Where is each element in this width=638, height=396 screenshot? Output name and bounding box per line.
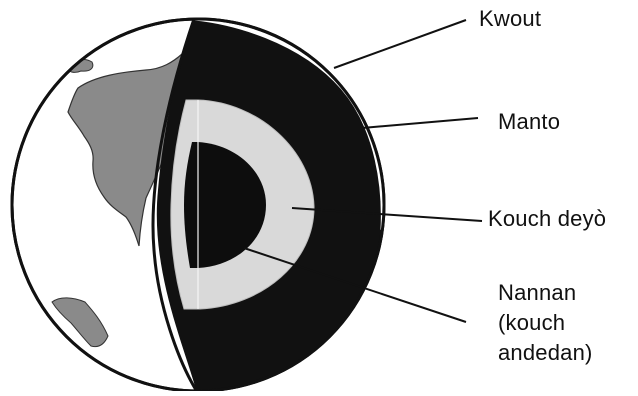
inner-core-label: Nannan (kouch andedan) — [498, 278, 593, 368]
inner-core-label-line-2: (kouch — [498, 308, 593, 338]
crust-label: Kwout — [479, 4, 541, 34]
outer-core-label: Kouch deyò — [488, 204, 606, 234]
inner-core-label-line-3: andedan) — [498, 338, 593, 368]
mantle-label: Manto — [498, 107, 560, 137]
mantle-leader-line — [362, 118, 478, 128]
inner-core-label-line-1: Nannan — [498, 278, 593, 308]
crust-leader-line — [334, 20, 466, 68]
